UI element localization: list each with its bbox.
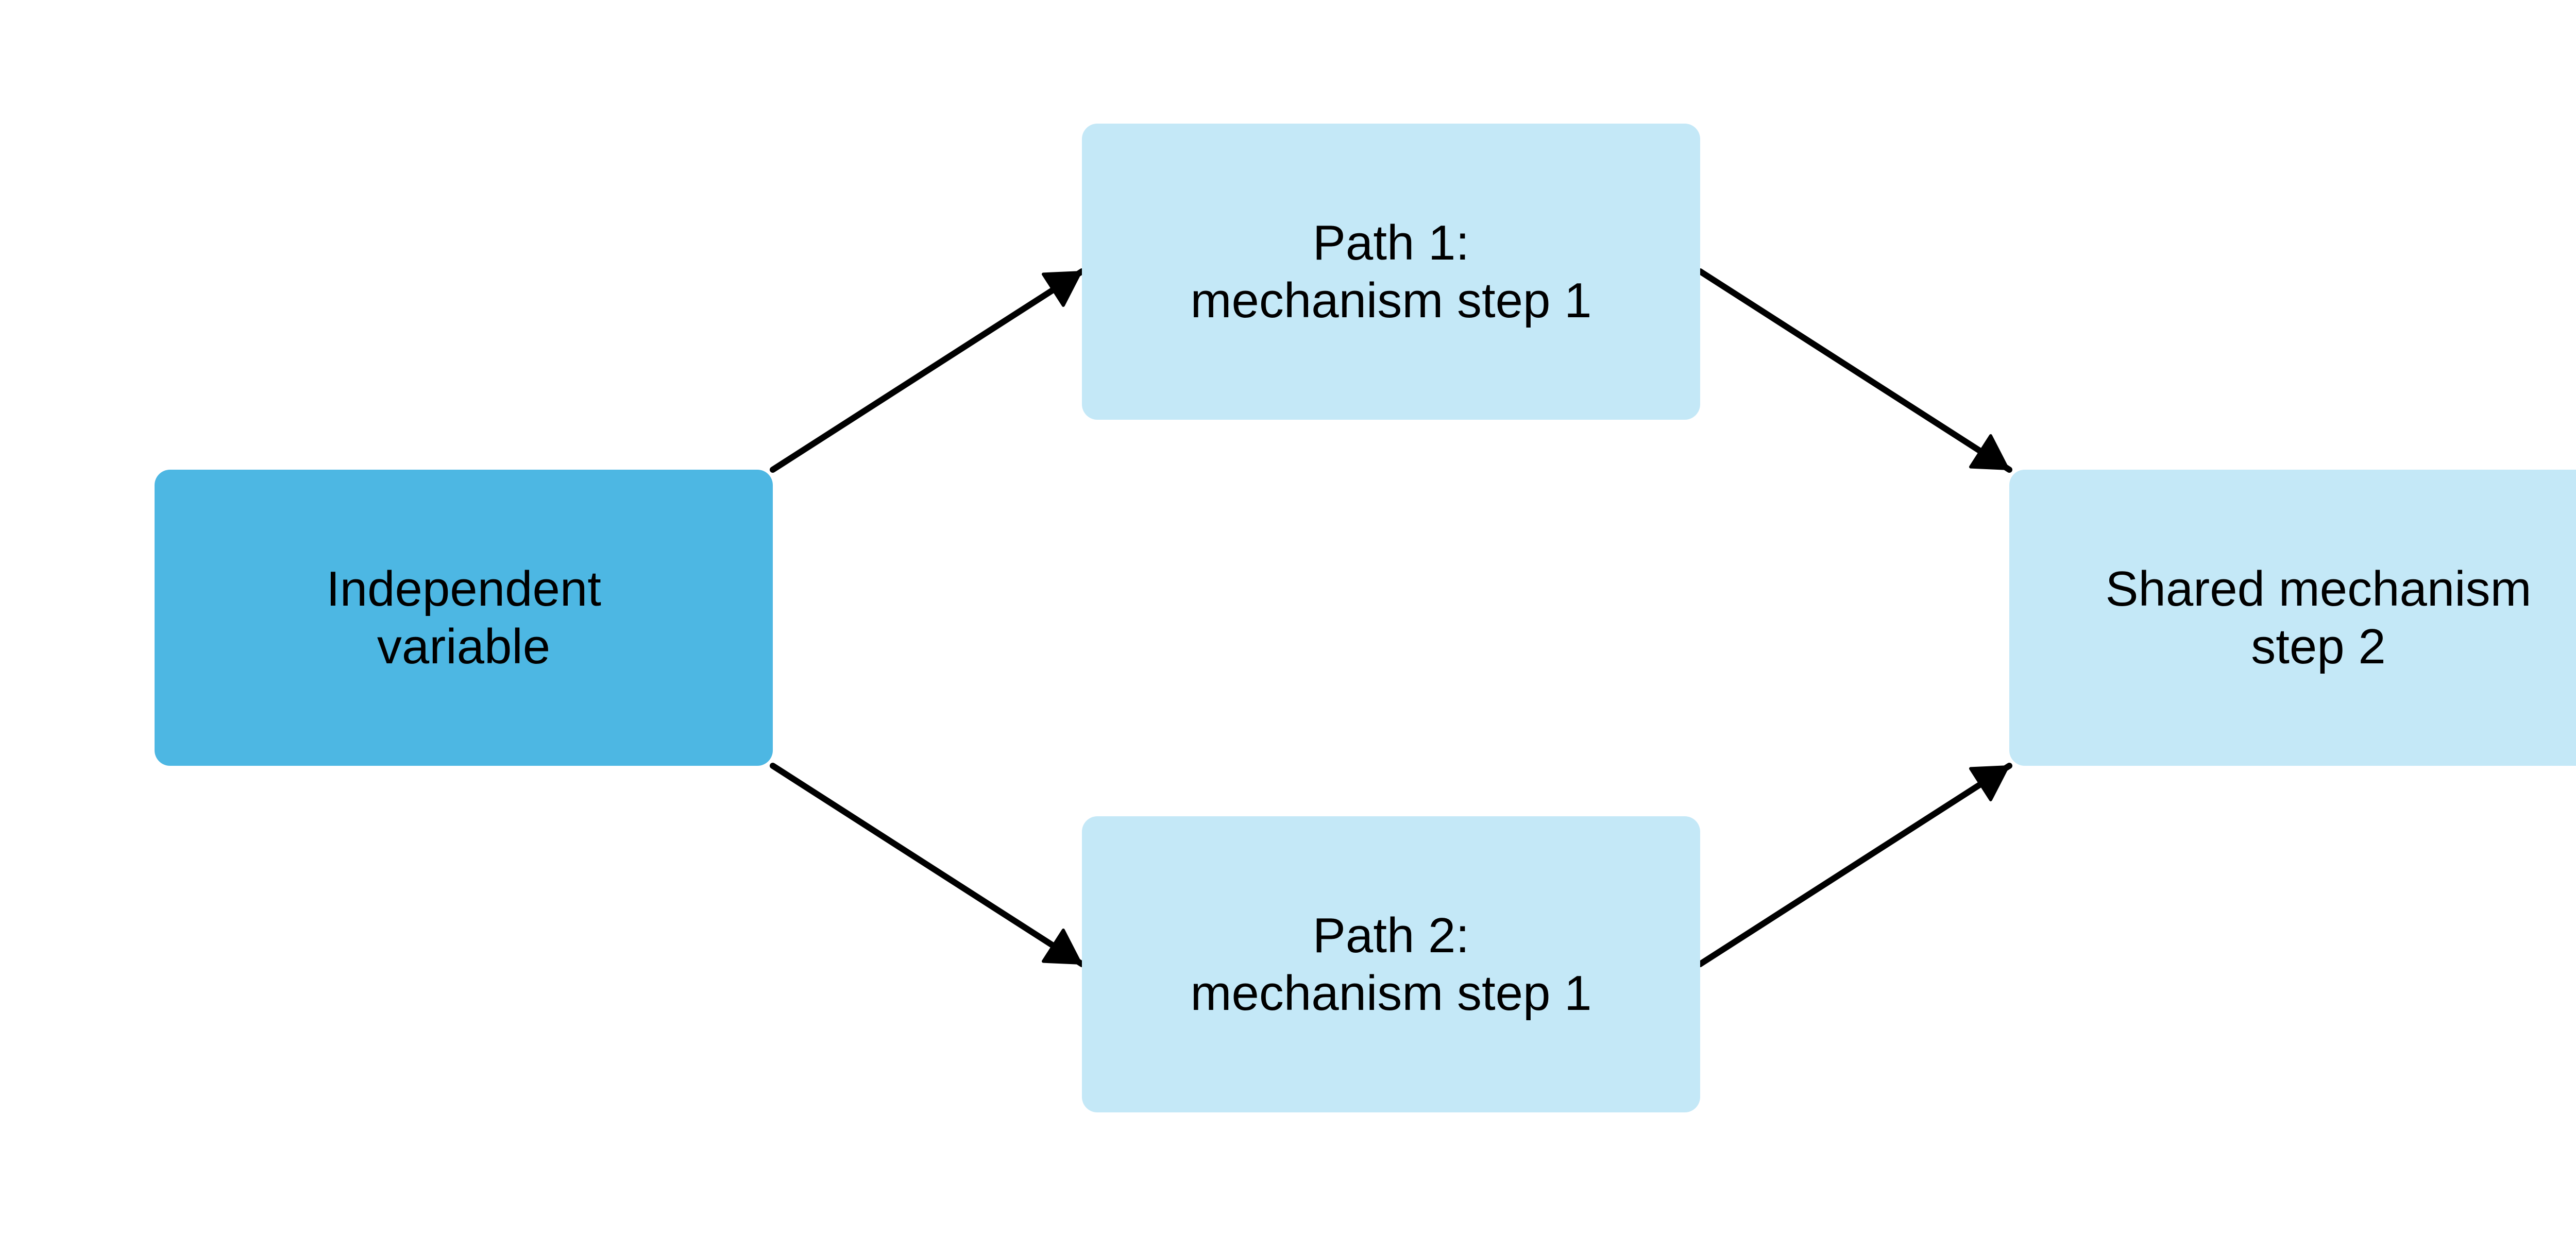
node-label-line: mechanism step 1 [1190,272,1592,328]
node-label-line: Path 1: [1312,215,1470,270]
node-path2-mechanism-step1: Path 2: mechanism step 1 [1082,816,1700,1112]
node-shared-mechanism-step2: Shared mechanism step 2 [2009,470,2576,766]
node-label-line: variable [377,619,551,674]
node-label-line: step 2 [2251,619,2386,674]
edge-independent-to-path2 [770,763,1085,967]
node-path1-mechanism-step1: Path 1: mechanism step 1 [1082,124,1700,420]
node-label-line: mechanism step 1 [1190,965,1592,1021]
node-label-line: Independent [326,561,601,616]
node-label-line: Path 2: [1312,907,1470,963]
node-label-line: Shared mechanism [2105,561,2532,616]
edge-path1-to-shared [1697,268,2012,473]
edge-independent-to-path1 [770,268,1085,473]
edge-path2-to-shared [1697,763,2012,967]
node-independent-variable: Independent variable [155,470,773,766]
